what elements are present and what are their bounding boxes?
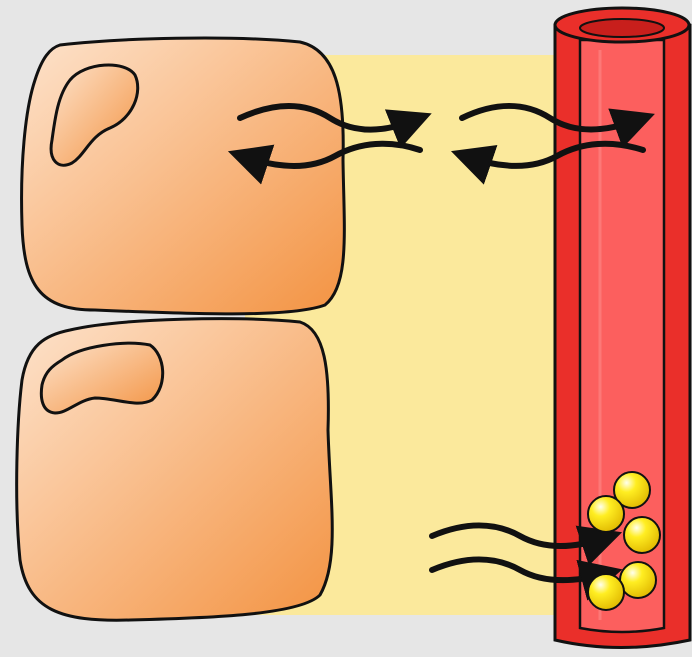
vessel-top-lumen — [580, 19, 664, 37]
cell-lower — [17, 319, 333, 620]
molecule — [624, 517, 660, 553]
molecule — [588, 574, 624, 610]
molecule — [620, 562, 656, 598]
blood-vessel — [555, 8, 690, 648]
molecule — [588, 496, 624, 532]
cell-upper — [22, 38, 345, 314]
